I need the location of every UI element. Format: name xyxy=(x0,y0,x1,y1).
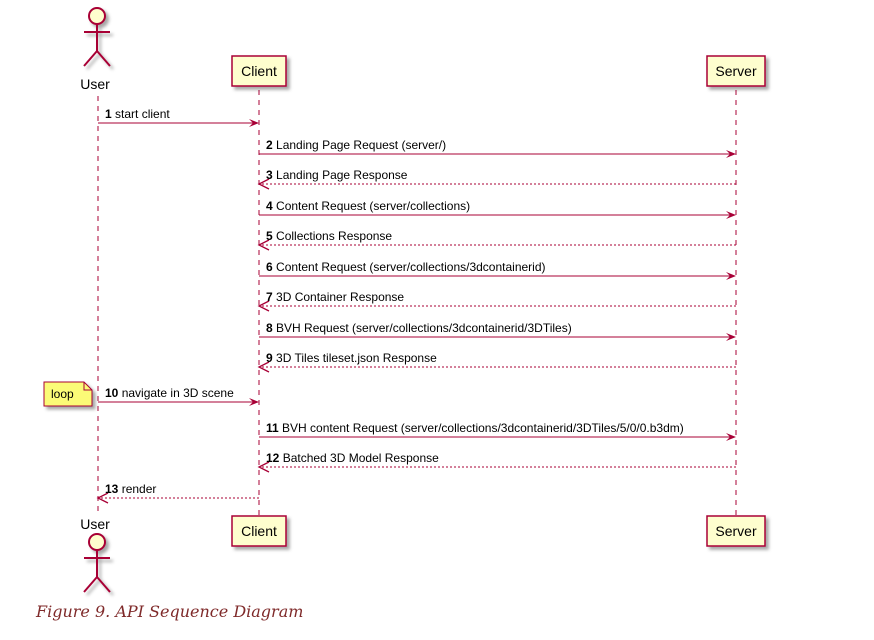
participant-user-label-bottom: User xyxy=(80,516,110,532)
participant-server-top: Server xyxy=(706,55,766,87)
loop-note: loop xyxy=(43,381,93,407)
arrowhead xyxy=(726,333,736,341)
message-4: 4 Content Request (server/collections) xyxy=(259,199,736,219)
message-label: 5 Collections Response xyxy=(266,229,392,243)
message-label: 12 Batched 3D Model Response xyxy=(266,451,439,465)
message-text: 3D Tiles tileset.json Response xyxy=(273,351,437,365)
participant-client-label-bottom: Client xyxy=(241,523,277,539)
message-text: navigate in 3D scene xyxy=(118,386,234,400)
arrowhead xyxy=(726,433,736,441)
message-5: 5 Collections Response xyxy=(257,229,736,251)
arrowhead xyxy=(726,211,736,219)
message-6: 6 Content Request (server/collections/3d… xyxy=(259,260,736,280)
arrowhead xyxy=(257,178,270,190)
message-list: 1 start client 2 Landing Page Request (se… xyxy=(96,107,736,504)
message-number: 1 xyxy=(105,107,112,121)
arrowhead xyxy=(726,150,736,158)
message-text: Batched 3D Model Response xyxy=(279,451,439,465)
message-number: 2 xyxy=(266,138,273,152)
message-text: 3D Container Response xyxy=(273,290,405,304)
message-number: 13 xyxy=(105,482,119,496)
participant-server-bottom: Server xyxy=(706,515,766,547)
actor-icon xyxy=(83,533,111,593)
message-label: 4 Content Request (server/collections) xyxy=(266,199,470,213)
participant-user-label: User xyxy=(80,76,110,92)
message-number: 9 xyxy=(266,351,273,365)
participant-user-top: User xyxy=(80,7,111,92)
message-number: 12 xyxy=(266,451,280,465)
message-label: 13 render xyxy=(105,482,156,496)
arrowhead xyxy=(257,239,270,251)
message-text: Landing Page Response xyxy=(273,168,408,182)
arrowhead xyxy=(257,461,270,473)
participant-client-top: Client xyxy=(231,55,287,87)
participant-server-label-bottom: Server xyxy=(715,523,757,539)
participant-client-bottom: Client xyxy=(231,515,287,547)
message-label: 11 BVH content Request (server/collectio… xyxy=(266,421,684,435)
message-7: 7 3D Container Response xyxy=(257,290,736,312)
message-number: 3 xyxy=(266,168,273,182)
message-number: 10 xyxy=(105,386,119,400)
arrowhead xyxy=(249,398,259,406)
message-label: 6 Content Request (server/collections/3d… xyxy=(266,260,546,274)
message-label: 10 navigate in 3D scene xyxy=(105,386,234,400)
message-label: 1 start client xyxy=(105,107,170,121)
message-number: 7 xyxy=(266,290,273,304)
message-number: 4 xyxy=(266,199,273,213)
message-number: 5 xyxy=(266,229,273,243)
figure-caption: Figure 9. API Sequence Diagram xyxy=(36,602,304,621)
message-text: BVH content Request (server/collections/… xyxy=(279,421,684,435)
message-label: 9 3D Tiles tileset.json Response xyxy=(266,351,437,365)
message-8: 8 BVH Request (server/collections/3dcont… xyxy=(259,321,736,341)
message-1: 1 start client xyxy=(98,107,259,127)
loop-note-text: loop xyxy=(51,387,74,401)
message-label: 7 3D Container Response xyxy=(266,290,404,304)
message-number: 6 xyxy=(266,260,273,274)
message-text: Collections Response xyxy=(273,229,393,243)
message-label: 2 Landing Page Request (server/) xyxy=(266,138,446,152)
sequence-diagram: User Client Server User Client Server lo… xyxy=(43,7,766,593)
participant-client-label: Client xyxy=(241,63,277,79)
actor-icon xyxy=(83,7,111,67)
message-text: start client xyxy=(112,107,171,121)
message-10: 10 navigate in 3D scene xyxy=(98,386,259,406)
message-9: 9 3D Tiles tileset.json Response xyxy=(257,351,736,373)
message-13: 13 render xyxy=(96,482,259,504)
message-3: 3 Landing Page Response xyxy=(257,168,736,190)
message-text: BVH Request (server/collections/3dcontai… xyxy=(273,321,572,335)
message-label: 8 BVH Request (server/collections/3dcont… xyxy=(266,321,572,335)
message-text: render xyxy=(118,482,156,496)
message-number: 8 xyxy=(266,321,273,335)
arrowhead xyxy=(249,119,259,127)
message-label: 3 Landing Page Response xyxy=(266,168,408,182)
participant-server-label: Server xyxy=(715,63,757,79)
message-text: Content Request (server/collections/3dco… xyxy=(273,260,546,274)
message-12: 12 Batched 3D Model Response xyxy=(257,451,736,473)
message-text: Landing Page Request (server/) xyxy=(273,138,446,152)
message-2: 2 Landing Page Request (server/) xyxy=(259,138,736,158)
arrowhead xyxy=(96,492,109,504)
message-number: 11 xyxy=(266,421,279,435)
arrowhead xyxy=(726,272,736,280)
message-text: Content Request (server/collections) xyxy=(273,199,470,213)
arrowhead xyxy=(257,361,270,373)
arrowhead xyxy=(257,300,270,312)
message-11: 11 BVH content Request (server/collectio… xyxy=(259,421,736,441)
participant-user-bottom: User xyxy=(80,516,111,593)
